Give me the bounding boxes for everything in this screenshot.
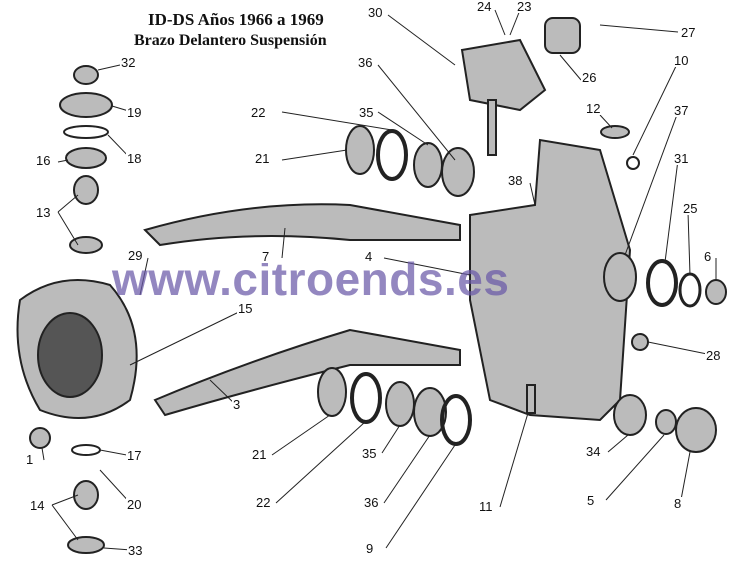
- nut-32: [73, 65, 99, 85]
- bolt-24: [487, 99, 497, 156]
- seat-16: [65, 147, 107, 169]
- part-label-12: 12: [585, 101, 602, 116]
- part-label-31: 31: [673, 151, 690, 166]
- part-label-10: 10: [673, 53, 690, 68]
- lower-arm-3: [153, 328, 461, 417]
- part-label-1: 1: [25, 452, 35, 467]
- seat-13b: [69, 236, 103, 254]
- balljoint-14: [73, 480, 99, 510]
- nut-5: [655, 409, 677, 435]
- part-label-27: 27: [680, 25, 697, 40]
- pad-26: [544, 17, 581, 54]
- seal-37: [603, 252, 637, 302]
- balljoint-13: [73, 175, 99, 205]
- part-label-26: 26: [581, 70, 598, 85]
- part-label-16: 16: [35, 153, 52, 168]
- cup-36: [441, 147, 475, 197]
- diagram-subtitle: Brazo Delantero Suspensión: [134, 32, 327, 49]
- part-label-24: 24: [476, 0, 493, 14]
- part-label-4: 4: [364, 249, 374, 264]
- ring-31: [646, 259, 678, 307]
- part-label-9: 9: [365, 541, 375, 556]
- ring-25: [678, 272, 702, 308]
- part-label-8: 8: [673, 496, 683, 511]
- nut-28: [631, 333, 649, 351]
- part-label-21: 21: [251, 447, 268, 462]
- part-label-30: 30: [367, 5, 384, 20]
- washer-10: [626, 156, 640, 170]
- part-label-23: 23: [516, 0, 533, 14]
- cup-36b: [413, 387, 447, 437]
- part-label-25: 25: [682, 201, 699, 216]
- part-label-21: 21: [254, 151, 271, 166]
- bolt-11: [526, 384, 536, 414]
- watermark: www.citroends.es: [112, 253, 510, 305]
- part-label-5: 5: [586, 493, 596, 508]
- part-label-13: 13: [35, 205, 52, 220]
- bearing-35b: [385, 381, 415, 427]
- part-label-33: 33: [127, 543, 144, 558]
- part-label-32: 32: [120, 55, 137, 70]
- cap-8: [675, 407, 717, 453]
- plug-1: [29, 427, 51, 449]
- part-label-18: 18: [126, 151, 143, 166]
- part-label-14: 14: [29, 498, 46, 513]
- part-label-35: 35: [358, 105, 375, 120]
- part-label-17: 17: [126, 448, 143, 463]
- bracket-24: [460, 38, 547, 112]
- bush-12: [600, 125, 630, 139]
- part-label-22: 22: [250, 105, 267, 120]
- part-label-35: 35: [361, 446, 378, 461]
- part-label-7: 7: [261, 249, 271, 264]
- hub-bore: [37, 312, 103, 398]
- part-label-36: 36: [357, 55, 374, 70]
- ring-9: [440, 394, 472, 446]
- part-label-28: 28: [705, 348, 722, 363]
- cap-19: [59, 92, 113, 118]
- part-label-34: 34: [585, 444, 602, 459]
- nut-6: [705, 279, 727, 305]
- part-label-22: 22: [255, 495, 272, 510]
- bearing-35: [413, 142, 443, 188]
- seal-21b: [317, 367, 347, 417]
- part-label-20: 20: [126, 497, 143, 512]
- ring-18: [63, 125, 109, 139]
- part-label-37: 37: [673, 103, 690, 118]
- seat-33: [67, 536, 105, 554]
- part-label-3: 3: [232, 397, 242, 412]
- part-label-36: 36: [363, 495, 380, 510]
- part-label-6: 6: [703, 249, 713, 264]
- diagram-title: ID-DS Años 1966 a 1969: [148, 10, 324, 29]
- part-label-15: 15: [237, 301, 254, 316]
- part-label-11: 11: [478, 499, 494, 514]
- ring-22: [376, 129, 408, 181]
- upper-arm-7: [143, 203, 461, 247]
- ring-17: [71, 444, 101, 456]
- part-label-29: 29: [127, 248, 144, 263]
- part-label-19: 19: [126, 105, 143, 120]
- ring-22b: [350, 372, 382, 424]
- part-label-38: 38: [507, 173, 524, 188]
- seal-21: [345, 125, 375, 175]
- bearing-34: [613, 394, 647, 436]
